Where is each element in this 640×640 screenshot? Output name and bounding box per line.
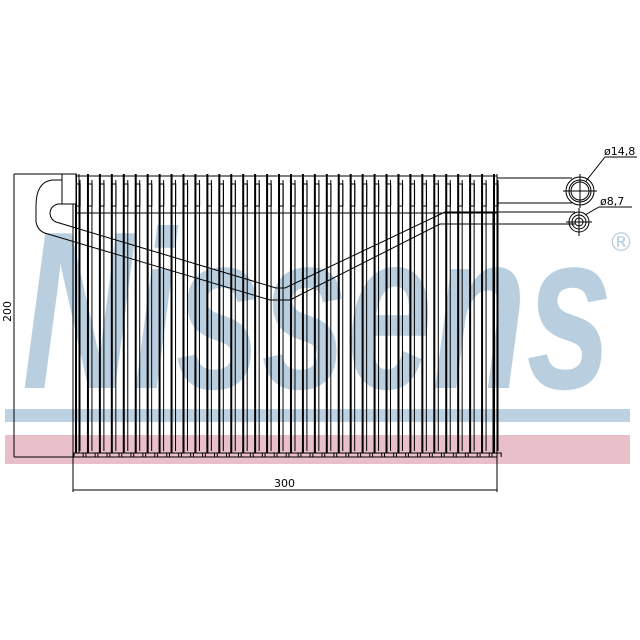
height-dimension bbox=[13, 173, 73, 458]
watermark-band-pink bbox=[5, 435, 630, 464]
watermark-brand-text: Nissens bbox=[22, 184, 612, 436]
top-header-tank bbox=[61, 173, 498, 214]
registered-trademark-icon: ® bbox=[608, 228, 634, 258]
outlet-fitting-large bbox=[563, 174, 597, 208]
left-return-pipe bbox=[35, 179, 575, 301]
outlet-diameter-label: ø14,8 bbox=[604, 145, 635, 158]
outlet-pipe bbox=[497, 177, 572, 204]
width-dimension-label: 300 bbox=[274, 477, 295, 490]
inlet-diameter-label: ø8,7 bbox=[600, 195, 624, 208]
bottom-tank bbox=[73, 452, 497, 458]
inlet-fitting-small bbox=[566, 208, 592, 236]
diameter-leaders bbox=[584, 156, 637, 216]
core-fins bbox=[72, 174, 502, 457]
width-dimension bbox=[72, 457, 498, 492]
height-dimension-label: 200 bbox=[1, 301, 14, 322]
